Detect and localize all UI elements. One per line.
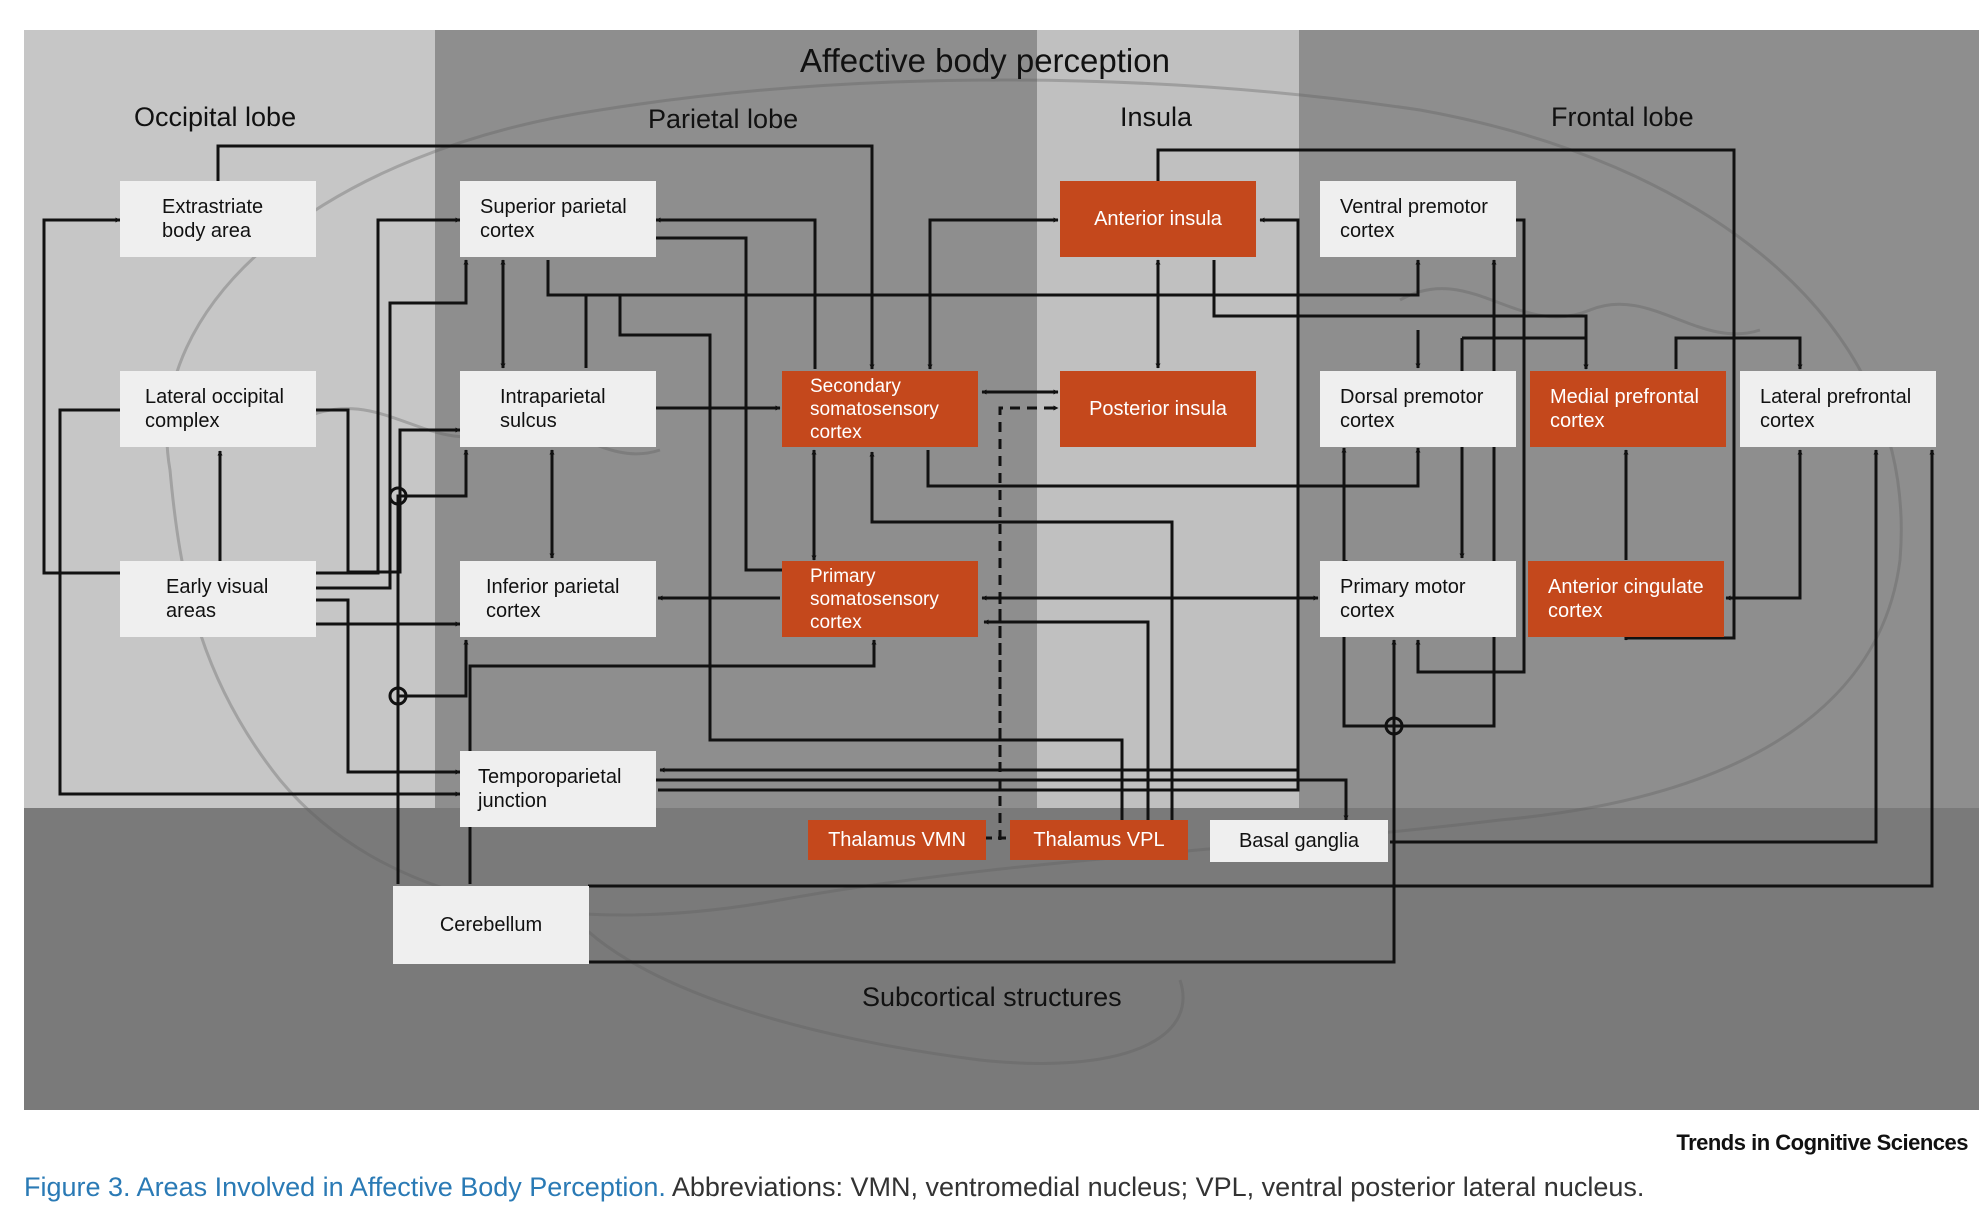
node-thalamus-vmn: Thalamus VMN: [808, 820, 986, 860]
diagram-title: Affective body perception: [800, 42, 1170, 79]
region-label-subcortical: Subcortical structures: [862, 982, 1122, 1012]
publisher-label: Trends in Cognitive Sciences: [1676, 1130, 1968, 1155]
edge-cb-ips: [396, 449, 469, 884]
edge-eva-tpj: [316, 598, 461, 775]
region-label-frontal: Frontal lobe: [1551, 102, 1694, 132]
connection-lines: [42, 144, 1935, 964]
edge-hub-dpm: [1341, 447, 1394, 728]
region-label-occipital: Occipital lobe: [134, 102, 297, 132]
edge-m1-dpm: [1462, 336, 1589, 370]
edge-s2-ai: [927, 217, 1059, 370]
node-extrastriate-body-area: Extrastriate body area: [120, 181, 316, 257]
junction-ipc: [388, 686, 408, 706]
edge-eva-eba: [42, 217, 121, 575]
node-secondary-somatosensory-cortex: Secondary somatosensory cortex: [782, 371, 978, 447]
junction-m1: [1384, 716, 1404, 736]
node-lateral-occipital-complex: Lateral occipital complex: [120, 371, 316, 447]
edge-lpfc-acc: [1725, 449, 1803, 601]
edge-bg-lpfc: [1390, 449, 1879, 844]
edge-vpl-s2: [869, 451, 1174, 822]
node-anterior-cingulate-cortex: Anterior cingulate cortex: [1528, 561, 1724, 637]
node-cerebellum: Cerebellum: [393, 886, 589, 964]
region-label-parietal: Parietal lobe: [648, 104, 799, 134]
node-ventral-premotor-cortex: Ventral premotor cortex: [1320, 181, 1516, 257]
node-lateral-prefrontal-cortex: Lateral prefrontal cortex: [1740, 371, 1936, 447]
node-posterior-insula: Posterior insula: [1060, 371, 1256, 447]
subcortical-band: [24, 808, 1979, 1110]
region-label-insula: Insula: [1120, 102, 1193, 132]
edge-spc-vpl: [546, 260, 1124, 820]
node-medial-prefrontal-cortex: Medial prefrontal cortex: [1530, 371, 1726, 447]
edge-cb-m1: [588, 639, 1397, 964]
node-dorsal-premotor-cortex: Dorsal premotor cortex: [1320, 371, 1516, 447]
node-anterior-insula: Anterior insula: [1060, 181, 1256, 257]
figure-caption: Figure 3. Areas Involved in Affective Bo…: [24, 1172, 1644, 1203]
edge-spc-s1: [656, 236, 782, 572]
edge-cb-lpfc: [588, 449, 1935, 888]
edge-s2-dpm: [926, 447, 1421, 488]
node-intraparietal-sulcus: Intraparietal sulcus: [460, 371, 656, 447]
node-inferior-parietal-cortex: Inferior parietal cortex: [460, 561, 656, 637]
node-superior-parietal-cortex: Superior parietal cortex: [460, 181, 656, 257]
edge-mpfc-lpfc: [1674, 336, 1803, 370]
junction-ips: [388, 486, 408, 506]
node-thalamus-vpl: Thalamus VPL: [1010, 820, 1188, 860]
node-early-visual-areas: Early visual areas: [120, 561, 316, 637]
edge-cb-ipc: [398, 639, 469, 698]
edge-eva-spc: [316, 217, 461, 575]
node-primary-somatosensory-cortex: Primary somatosensory cortex: [782, 561, 978, 637]
edge-vpl-s1: [983, 619, 1150, 822]
node-basal-ganglia: Basal ganglia: [1210, 820, 1388, 862]
edge-vmn-pi: [998, 405, 1059, 840]
edge-ips-bg: [656, 778, 1349, 821]
junction-markers: [388, 486, 1404, 736]
edge-spc-s2: [655, 217, 817, 369]
node-temporoparietal-junction: Temporoparietal junction: [460, 751, 656, 827]
caption-title: Figure 3. Areas Involved in Affective Bo…: [24, 1172, 666, 1202]
edge-loc-tpj: [58, 408, 461, 797]
edge-vpm-side: [1415, 218, 1526, 674]
edge-eva-ips: [316, 259, 469, 590]
edge-tpj-ai: [658, 217, 1300, 792]
edge-ai-acc: [1156, 148, 1736, 641]
caption-text: Abbreviations: VMN, ventromedial nucleus…: [671, 1172, 1645, 1202]
edge-eba-s2: [216, 144, 875, 370]
node-primary-motor-cortex: Primary motor cortex: [1320, 561, 1516, 637]
